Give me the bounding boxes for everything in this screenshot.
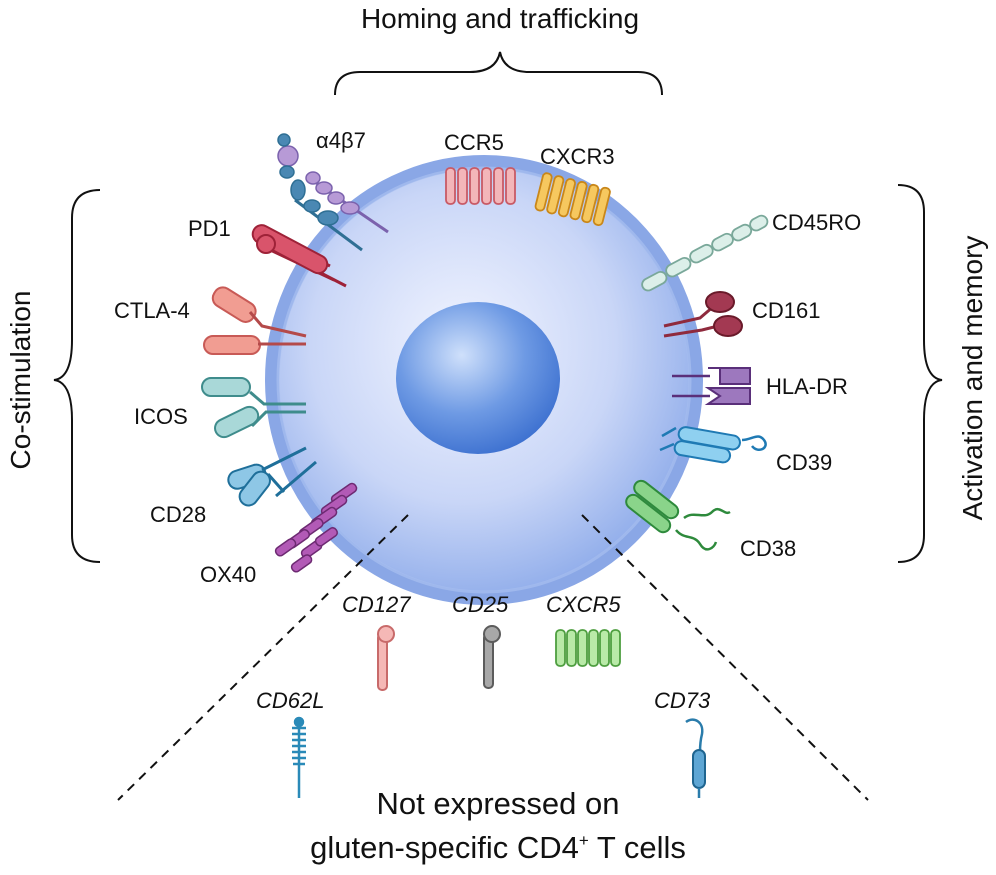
icos-label: ICOS [134, 404, 188, 429]
a4b7-label: α4β7 [316, 128, 366, 153]
cd28-receptor-icon [227, 446, 317, 507]
ox40-label: OX40 [200, 562, 256, 587]
ctla4-label: CTLA-4 [114, 298, 190, 323]
cd25-label: CD25 [452, 592, 509, 617]
homing-trafficking-label: Homing and trafficking [361, 3, 639, 34]
cd25-receptor-icon [483, 625, 501, 689]
cxcr5-receptor-icon [555, 629, 621, 667]
cxcr3-label: CXCR3 [540, 144, 615, 169]
ccr5-label: CCR5 [444, 130, 504, 155]
cd127-label: CD127 [342, 592, 411, 617]
cd73-receptor-icon [685, 718, 706, 798]
cd38-label: CD38 [740, 536, 796, 561]
dashed-line-left [117, 514, 409, 801]
ox40-receptor-icon [274, 482, 358, 573]
co-stimulation-label: Co-stimulation [5, 291, 36, 470]
cd62l-receptor-icon [292, 716, 306, 798]
cd45ro-receptor-icon [641, 214, 769, 292]
a4b7-receptor-icon [277, 133, 389, 252]
cd38-receptor-icon [625, 479, 731, 551]
caption-line2-tail: T cells [589, 830, 686, 865]
cd127-receptor-icon [377, 625, 395, 691]
caption-line2-main: gluten-specific CD4 [310, 830, 579, 865]
cd161-label: CD161 [752, 298, 820, 323]
cd161-receptor-icon [663, 291, 743, 338]
activation-memory-label: Activation and memory [957, 236, 988, 521]
icos-receptor-icon [201, 377, 306, 439]
left-brace [53, 189, 101, 563]
cd62l-label: CD62L [256, 688, 324, 713]
nucleus [396, 302, 560, 454]
ccr5-receptor-icon [445, 167, 516, 205]
hla-dr-receptor-icon [672, 367, 751, 405]
cxcr5-label: CXCR5 [546, 592, 621, 617]
right-brace [897, 184, 943, 563]
dashed-line-right [581, 514, 869, 801]
cd73-label: CD73 [654, 688, 711, 713]
caption-line2-sup: + [579, 831, 589, 850]
cd39-receptor-icon [659, 426, 767, 464]
pd1-label: PD1 [188, 216, 231, 241]
cd28-label: CD28 [150, 502, 206, 527]
cxcr3-receptor-icon [534, 172, 611, 226]
caption-line2: gluten-specific CD4+ T cells [310, 830, 686, 865]
cd39-label: CD39 [776, 450, 832, 475]
pd1-receptor-icon [251, 224, 347, 288]
top-brace [334, 51, 663, 96]
hla-dr-label: HLA-DR [766, 374, 848, 399]
ctla4-receptor-icon [203, 286, 307, 355]
cd45ro-label: CD45RO [772, 210, 861, 235]
caption-line1: Not expressed on [377, 786, 620, 821]
